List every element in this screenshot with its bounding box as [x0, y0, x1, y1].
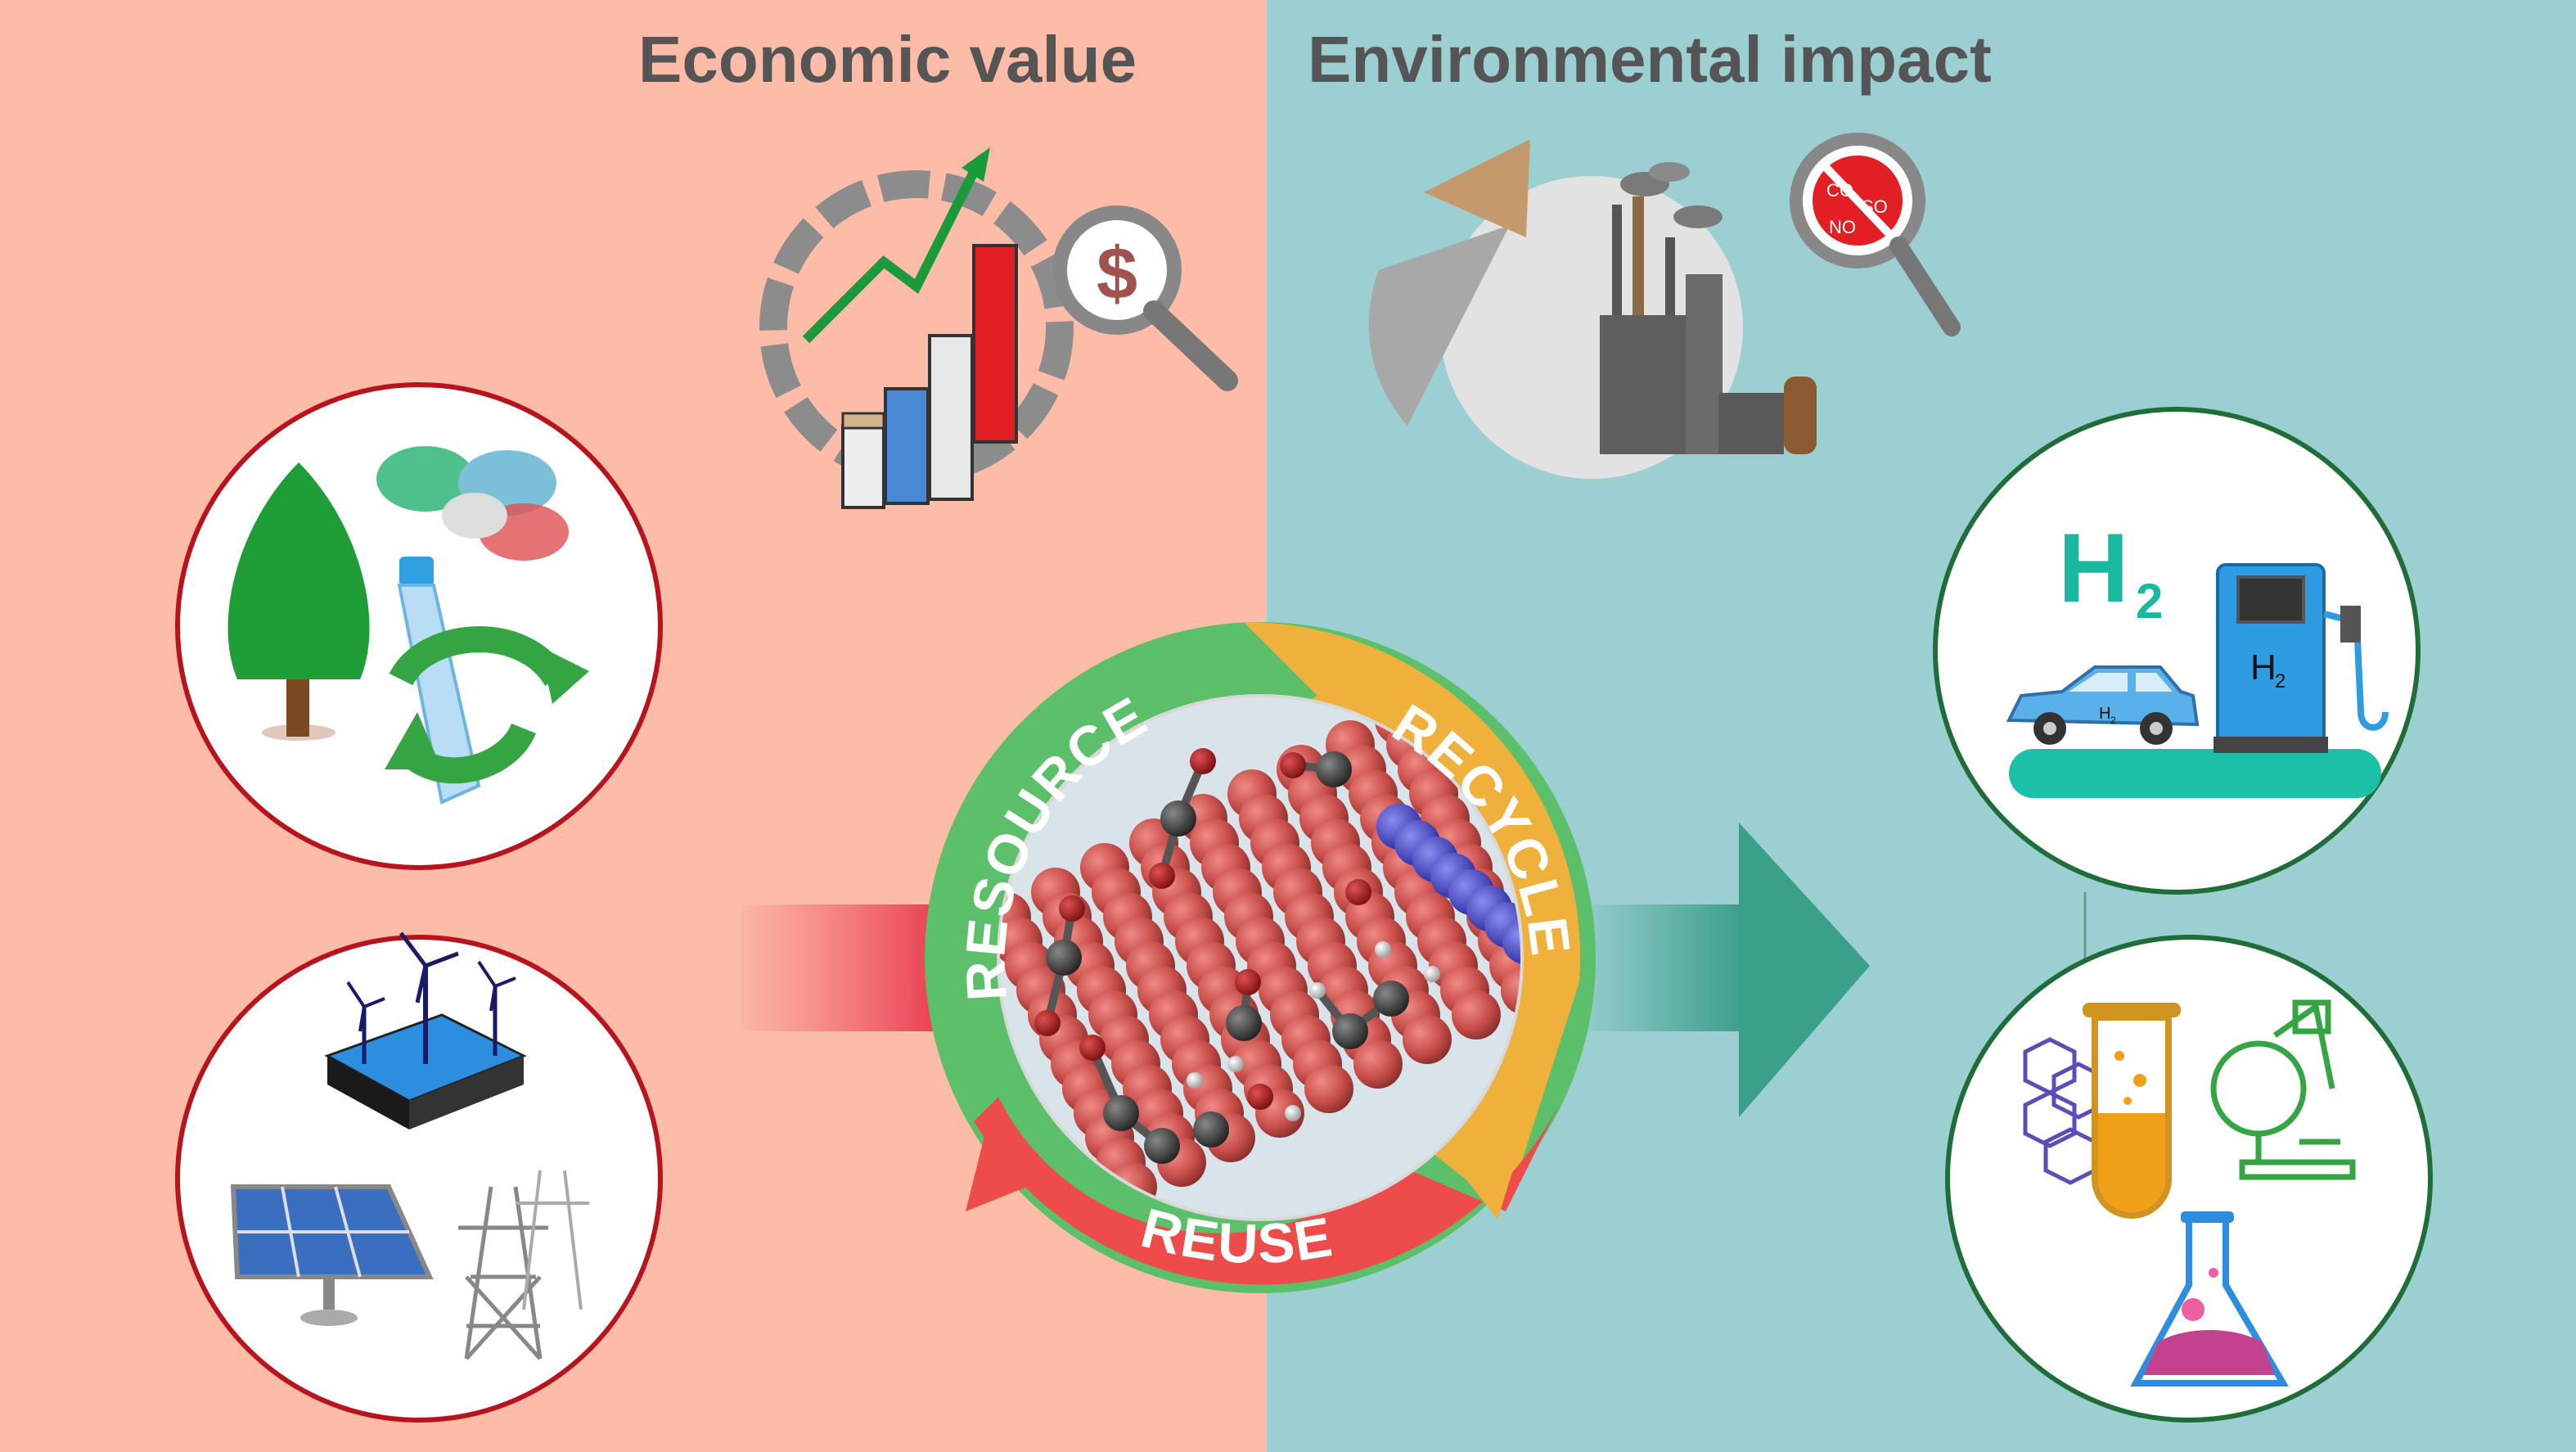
hydrogen-car-icon: H 2 [2006, 665, 2200, 745]
factory-icon [1600, 162, 1817, 454]
chemicals-product [1945, 935, 2433, 1423]
pump-h2-label: H [2250, 647, 2277, 688]
wind-turbine-icon [324, 931, 527, 1130]
hydrogen-fuel-product: H 2 H 2 H 2 [1933, 407, 2421, 895]
surface-atom [1452, 990, 1501, 1039]
car-h2-label: H [2099, 705, 2110, 723]
output-arrow [1587, 823, 1870, 1117]
hydrogen-pump-icon: H 2 [2213, 563, 2389, 753]
power-tower-icon [458, 1170, 589, 1360]
microscope-icon [2210, 999, 2356, 1180]
flask-icon [2130, 1211, 2289, 1387]
tree-icon [227, 462, 370, 741]
surface-atom [1489, 941, 1522, 990]
catalyst-cycle: RESOURCE RECYCLE REUSE [925, 621, 1596, 1293]
adsorbed-molecules [1034, 748, 1440, 1164]
surface-atom [1353, 1039, 1403, 1089]
svg-text:$: $ [1097, 233, 1137, 315]
surface-atom [1403, 1015, 1452, 1064]
car-h2-subscript: 2 [2110, 715, 2116, 726]
support-atom [1502, 918, 1522, 964]
pollution-magnifier-icon: CO SO NO [1790, 133, 1961, 336]
input-arrow [741, 904, 953, 1031]
co2-label: CO [1826, 180, 1853, 201]
pump-h2-subscript: 2 [2275, 670, 2286, 692]
recycle-arrows-icon [385, 626, 589, 784]
test-tube-icon [2083, 1003, 2181, 1219]
surface-atom [1304, 1064, 1353, 1113]
solar-panel-icon [230, 1184, 434, 1326]
environmental-impact-heading: Environmental impact [1308, 23, 1992, 96]
catalyst-surface-image [998, 696, 1522, 1220]
plastic-bottle-icon [397, 557, 481, 805]
nox-label: NO [1829, 217, 1856, 237]
biomass-waste-source [175, 382, 663, 870]
so2-label: SO [1862, 196, 1888, 217]
surface-atom [1501, 966, 1522, 1015]
economic-value-heading: Economic value [638, 23, 1137, 96]
renewable-energy-source [175, 931, 663, 1423]
bar-chart-icon [759, 147, 1074, 509]
plastic-bag-icon [376, 446, 569, 561]
h2-title-subscript: 2 [2136, 574, 2163, 629]
dollar-magnifier-icon: $ [1052, 205, 1238, 391]
h2-title: H [2058, 513, 2129, 623]
